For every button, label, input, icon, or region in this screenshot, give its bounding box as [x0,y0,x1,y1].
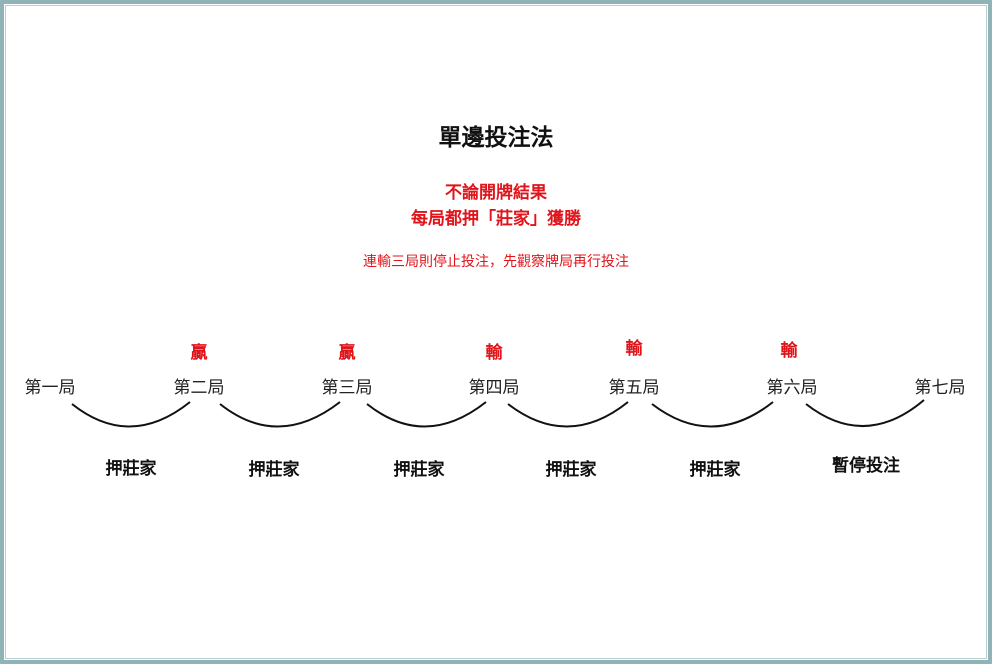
inner-frame [5,5,987,659]
result-label: 輸 [625,339,643,359]
arc-connector [651,401,774,428]
round-label: 第一局 [24,378,76,398]
bet-label: 押莊家 [248,460,300,480]
arc-connector [366,401,487,428]
arc-connector [805,399,925,427]
stop-rule-note: 連輸三局則停止投注，先觀察牌局再行投注 [363,254,629,270]
arc-connector [71,401,191,428]
subtitle-line-2: 每局都押「莊家」獲勝 [411,209,581,229]
bet-label: 押莊家 [105,459,157,479]
arc-connector [507,401,629,428]
bet-label: 押莊家 [545,460,597,480]
round-label: 第二局 [173,378,225,398]
round-label: 第六局 [766,378,818,398]
round-label: 第三局 [321,378,373,398]
arc-connector [219,401,341,428]
round-label: 第五局 [608,378,660,398]
bet-label: 押莊家 [393,460,445,480]
page-title: 單邊投注法 [438,125,554,151]
bet-label: 押莊家 [689,460,741,480]
round-label: 第四局 [468,378,520,398]
round-label: 第七局 [914,378,966,398]
result-label: 輸 [485,343,503,363]
result-label: 贏 [190,343,208,363]
result-label: 輸 [780,341,798,361]
subtitle-line-1: 不論開牌結果 [445,183,547,203]
result-label: 贏 [338,343,356,363]
bet-label: 暫停投注 [832,456,900,476]
